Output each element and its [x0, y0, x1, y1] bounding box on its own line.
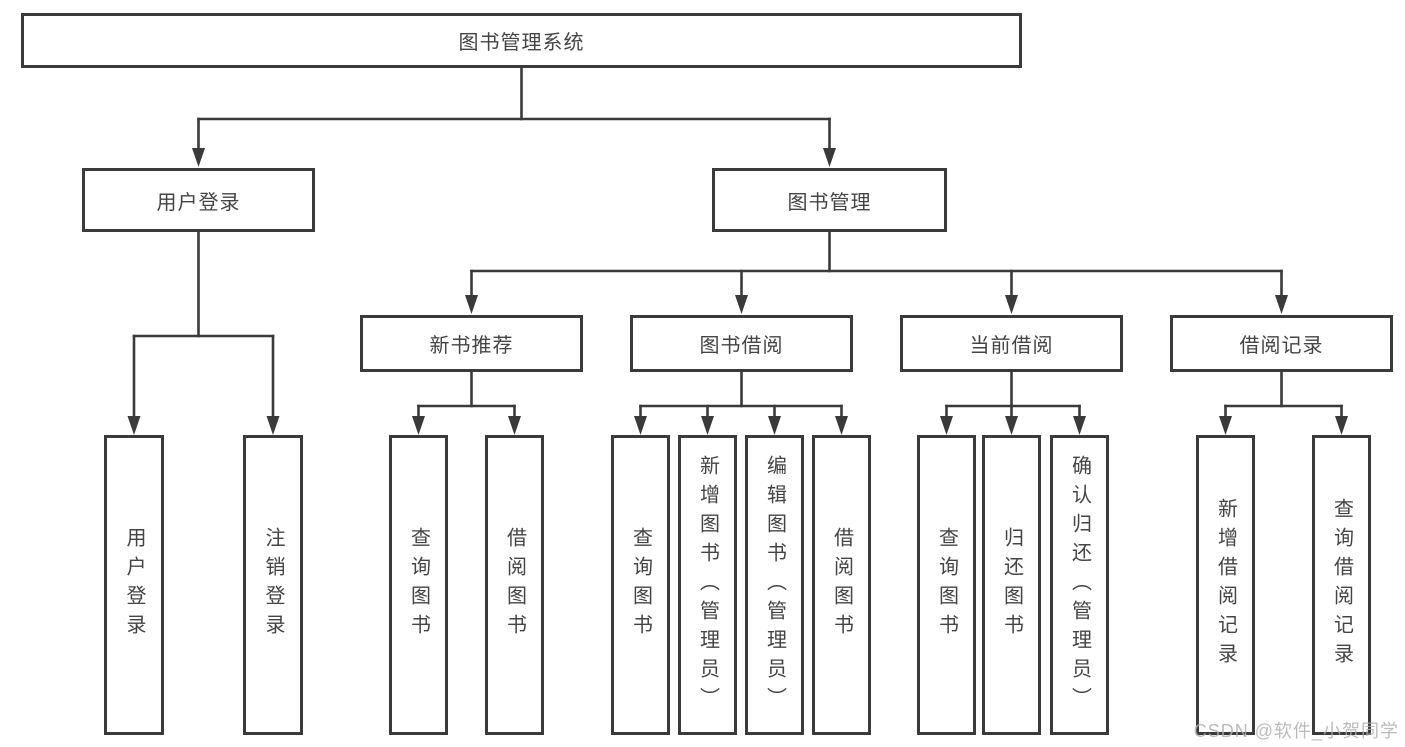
node-leaf-borrow-edit-label: 编辑图书（管理员）: [763, 454, 786, 716]
node-leaf-newbook-query: 查询图书: [389, 435, 448, 735]
node-leaf-borrow-edit: 编辑图书（管理员）: [745, 435, 804, 735]
node-leaf-newbook-query-label: 查询图书: [407, 527, 430, 643]
connector-book-mgmt-branch: [465, 228, 1288, 314]
node-leaf-current-confirm-label: 确认归还（管理员）: [1068, 454, 1091, 716]
arrowhead-down-icon: [412, 416, 425, 435]
node-user-login-label: 用户登录: [156, 191, 241, 214]
connector-records-branch: [1219, 368, 1348, 435]
connector-book-borrow-branch: [634, 368, 848, 435]
node-leaf-login-label: 用户登录: [123, 527, 145, 643]
arrowhead-down-icon: [192, 148, 205, 167]
arrowhead-down-icon: [701, 416, 714, 435]
node-leaf-borrow-add: 新增图书（管理员）: [678, 435, 737, 735]
node-leaf-borrow-borrow-label: 借阅图书: [830, 527, 853, 643]
connector-user-login-branch: [127, 228, 280, 435]
node-new-book: 新书推荐: [360, 315, 583, 372]
arrowhead-down-icon: [735, 295, 748, 314]
arrowhead-down-icon: [127, 416, 141, 435]
node-leaf-records-add: 新增借阅记录: [1196, 435, 1255, 735]
node-leaf-current-return-label: 归还图书: [1000, 527, 1023, 643]
arrowhead-down-icon: [835, 416, 848, 435]
node-records: 借阅记录: [1170, 315, 1393, 372]
node-book-borrow-label: 图书借阅: [699, 335, 784, 357]
connector-root-branch: [192, 64, 836, 167]
arrowhead-down-icon: [1219, 416, 1232, 435]
arrowhead-down-icon: [1335, 416, 1348, 435]
arrowhead-down-icon: [1275, 295, 1288, 314]
node-leaf-current-query: 查询图书: [917, 435, 976, 735]
node-current-borrow: 当前借阅: [900, 315, 1123, 372]
node-leaf-borrow-borrow: 借阅图书: [812, 435, 871, 735]
arrowhead-down-icon: [508, 416, 521, 435]
node-leaf-records-add-label: 新增借阅记录: [1214, 498, 1237, 672]
node-leaf-current-query-label: 查询图书: [935, 527, 958, 643]
arrowhead-down-icon: [823, 148, 836, 167]
node-root-label: 图书管理系统: [458, 32, 585, 54]
node-root: 图书管理系统: [21, 13, 1022, 68]
node-leaf-logout-label: 注销登录: [262, 527, 284, 643]
node-leaf-current-return: 归还图书: [982, 435, 1041, 735]
node-leaf-borrow-add-label: 新增图书（管理员）: [696, 454, 719, 716]
node-leaf-logout: 注销登录: [243, 435, 303, 735]
node-leaf-newbook-borrow: 借阅图书: [485, 435, 544, 735]
node-leaf-login: 用户登录: [104, 435, 164, 735]
node-current-borrow-label: 当前借阅: [969, 335, 1054, 357]
arrowhead-down-icon: [940, 416, 953, 435]
node-leaf-current-confirm: 确认归还（管理员）: [1050, 435, 1109, 735]
node-leaf-records-query-label: 查询借阅记录: [1330, 498, 1353, 672]
connector-new-book-branch: [412, 368, 521, 435]
node-leaf-borrow-query: 查询图书: [611, 435, 670, 735]
node-leaf-records-query: 查询借阅记录: [1312, 435, 1371, 735]
arrowhead-down-icon: [465, 295, 478, 314]
node-user-login: 用户登录: [82, 168, 315, 232]
arrowhead-down-icon: [1073, 416, 1086, 435]
node-book-borrow: 图书借阅: [630, 315, 853, 372]
node-leaf-newbook-borrow-label: 借阅图书: [503, 527, 526, 643]
node-new-book-label: 新书推荐: [429, 335, 514, 357]
connector-current-borrow-branch: [940, 368, 1086, 435]
arrowhead-down-icon: [1005, 416, 1018, 435]
node-records-label: 借阅记录: [1239, 335, 1324, 357]
arrowhead-down-icon: [634, 416, 647, 435]
node-book-mgmt-label: 图书管理: [787, 191, 872, 214]
node-leaf-borrow-query-label: 查询图书: [629, 527, 652, 643]
node-book-mgmt: 图书管理: [712, 168, 947, 232]
arrowhead-down-icon: [1005, 295, 1018, 314]
arrowhead-down-icon: [266, 416, 280, 435]
arrowhead-down-icon: [768, 416, 781, 435]
